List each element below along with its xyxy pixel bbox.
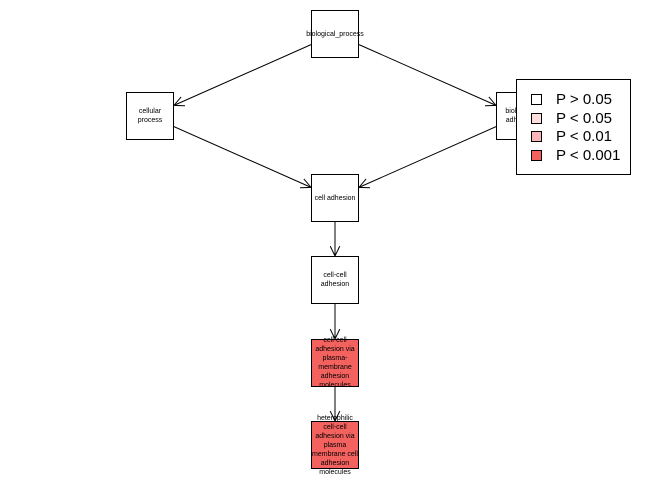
legend-item-p-gt-005: P > 0.05 <box>531 90 612 108</box>
legend-item-p-lt-001: P < 0.01 <box>531 127 612 145</box>
node-biological-process: biological_process <box>306 10 364 58</box>
node-cell-cell-adhesion-via-plasma-membrane: cell-cell adhesion via plasma-membrane a… <box>311 337 359 389</box>
node-label: cell adhesion <box>314 194 356 202</box>
arrowhead <box>357 178 371 189</box>
edge-biological_process-to-cellular_process <box>173 44 312 106</box>
node-label: heterophilic cell-cell adhesion via plas… <box>312 414 358 476</box>
legend-item-p-lt-005: P < 0.05 <box>531 109 612 127</box>
edge-cellular_process-to-cell_adhesion <box>173 126 312 188</box>
edge-biological_adhesion-to-cell_adhesion <box>358 126 497 188</box>
node-label: cell-cell adhesion via plasma-membrane a… <box>315 337 355 389</box>
legend-label: P < 0.01 <box>556 127 613 145</box>
legend: P > 0.05 P < 0.05 P < 0.01 P < 0.001 <box>516 79 631 175</box>
legend-label: P < 0.001 <box>556 146 621 164</box>
legend-label: P < 0.05 <box>556 109 613 127</box>
legend-swatch <box>531 149 542 161</box>
legend-item-p-lt-0001: P < 0.001 <box>531 146 620 164</box>
legend-swatch <box>531 130 542 142</box>
node-label: biological_process <box>306 30 364 38</box>
node-cellular-process: cellular process <box>126 92 174 140</box>
legend-swatch <box>531 112 542 124</box>
legend-label: P > 0.05 <box>556 90 613 108</box>
edge-biological_process-to-biological_adhesion <box>358 44 497 106</box>
arrowhead <box>172 96 186 107</box>
node-cell-cell-adhesion: cell-cell adhesion <box>311 256 359 304</box>
node-cell-adhesion: cell adhesion <box>311 174 359 222</box>
legend-swatch <box>531 93 542 105</box>
node-heterophilic-cell-cell-adhesion: heterophilic cell-cell adhesion via plas… <box>311 415 359 476</box>
node-label: cellular process <box>137 108 163 124</box>
node-label: cell-cell adhesion <box>320 272 350 288</box>
